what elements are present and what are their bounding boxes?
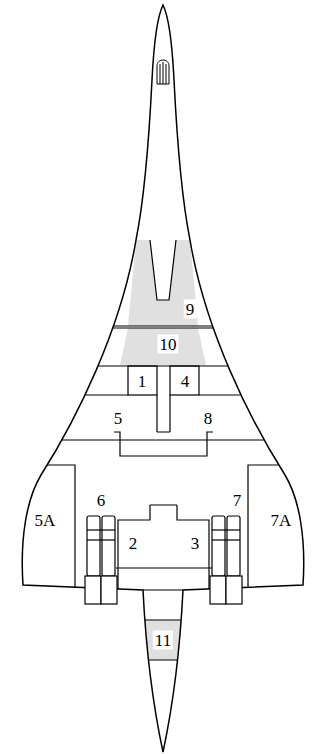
callout-number: 5 [112, 409, 125, 428]
tank-wall [0, 327, 323, 328]
tank-wall [118, 505, 150, 590]
cockpit-window [157, 60, 169, 84]
tank-wall [157, 431, 170, 432]
tank-wall [120, 440, 207, 456]
callout-number: 4 [179, 372, 192, 391]
callout-number: 3 [189, 534, 202, 553]
tank-wall [128, 366, 157, 395]
engine-pair [85, 516, 117, 604]
tank-shading [128, 240, 198, 326]
tank-wall [0, 659, 323, 660]
tank-wall [0, 365, 323, 366]
callout-number: 6 [95, 491, 108, 510]
callout-number: 7A [269, 511, 294, 530]
tank-wall [0, 325, 323, 326]
callout-number: 7 [231, 491, 244, 510]
tank-wall [0, 619, 323, 620]
tank-walls [0, 326, 323, 660]
tank-fills [0, 240, 323, 660]
tank-wall [0, 465, 75, 590]
callout-number: 5A [33, 511, 58, 530]
fuselage-notch [150, 240, 176, 300]
callout-number: 8 [202, 409, 215, 428]
callout-number: 2 [127, 534, 140, 553]
callout-number: 1 [136, 372, 149, 391]
callout-number: 11 [153, 631, 173, 650]
tank-wall [116, 567, 222, 568]
tank-wall [248, 465, 323, 590]
tank-wall [0, 439, 323, 440]
tank-wall [0, 394, 128, 395]
tank-wall [170, 366, 199, 395]
tank-wall [177, 505, 209, 590]
tank-wall [169, 395, 170, 432]
callout-number: 10 [158, 335, 179, 354]
tank-wall [143, 589, 183, 590]
tank-wall [199, 394, 323, 395]
engine-pair [210, 516, 242, 604]
tank-wall [150, 504, 177, 505]
tank-wall [156, 395, 157, 432]
callout-number: 9 [184, 300, 197, 319]
tank-shading [0, 620, 323, 660]
tank-wall [114, 432, 213, 440]
aircraft-outline [22, 5, 304, 752]
tank-shading [120, 328, 206, 365]
